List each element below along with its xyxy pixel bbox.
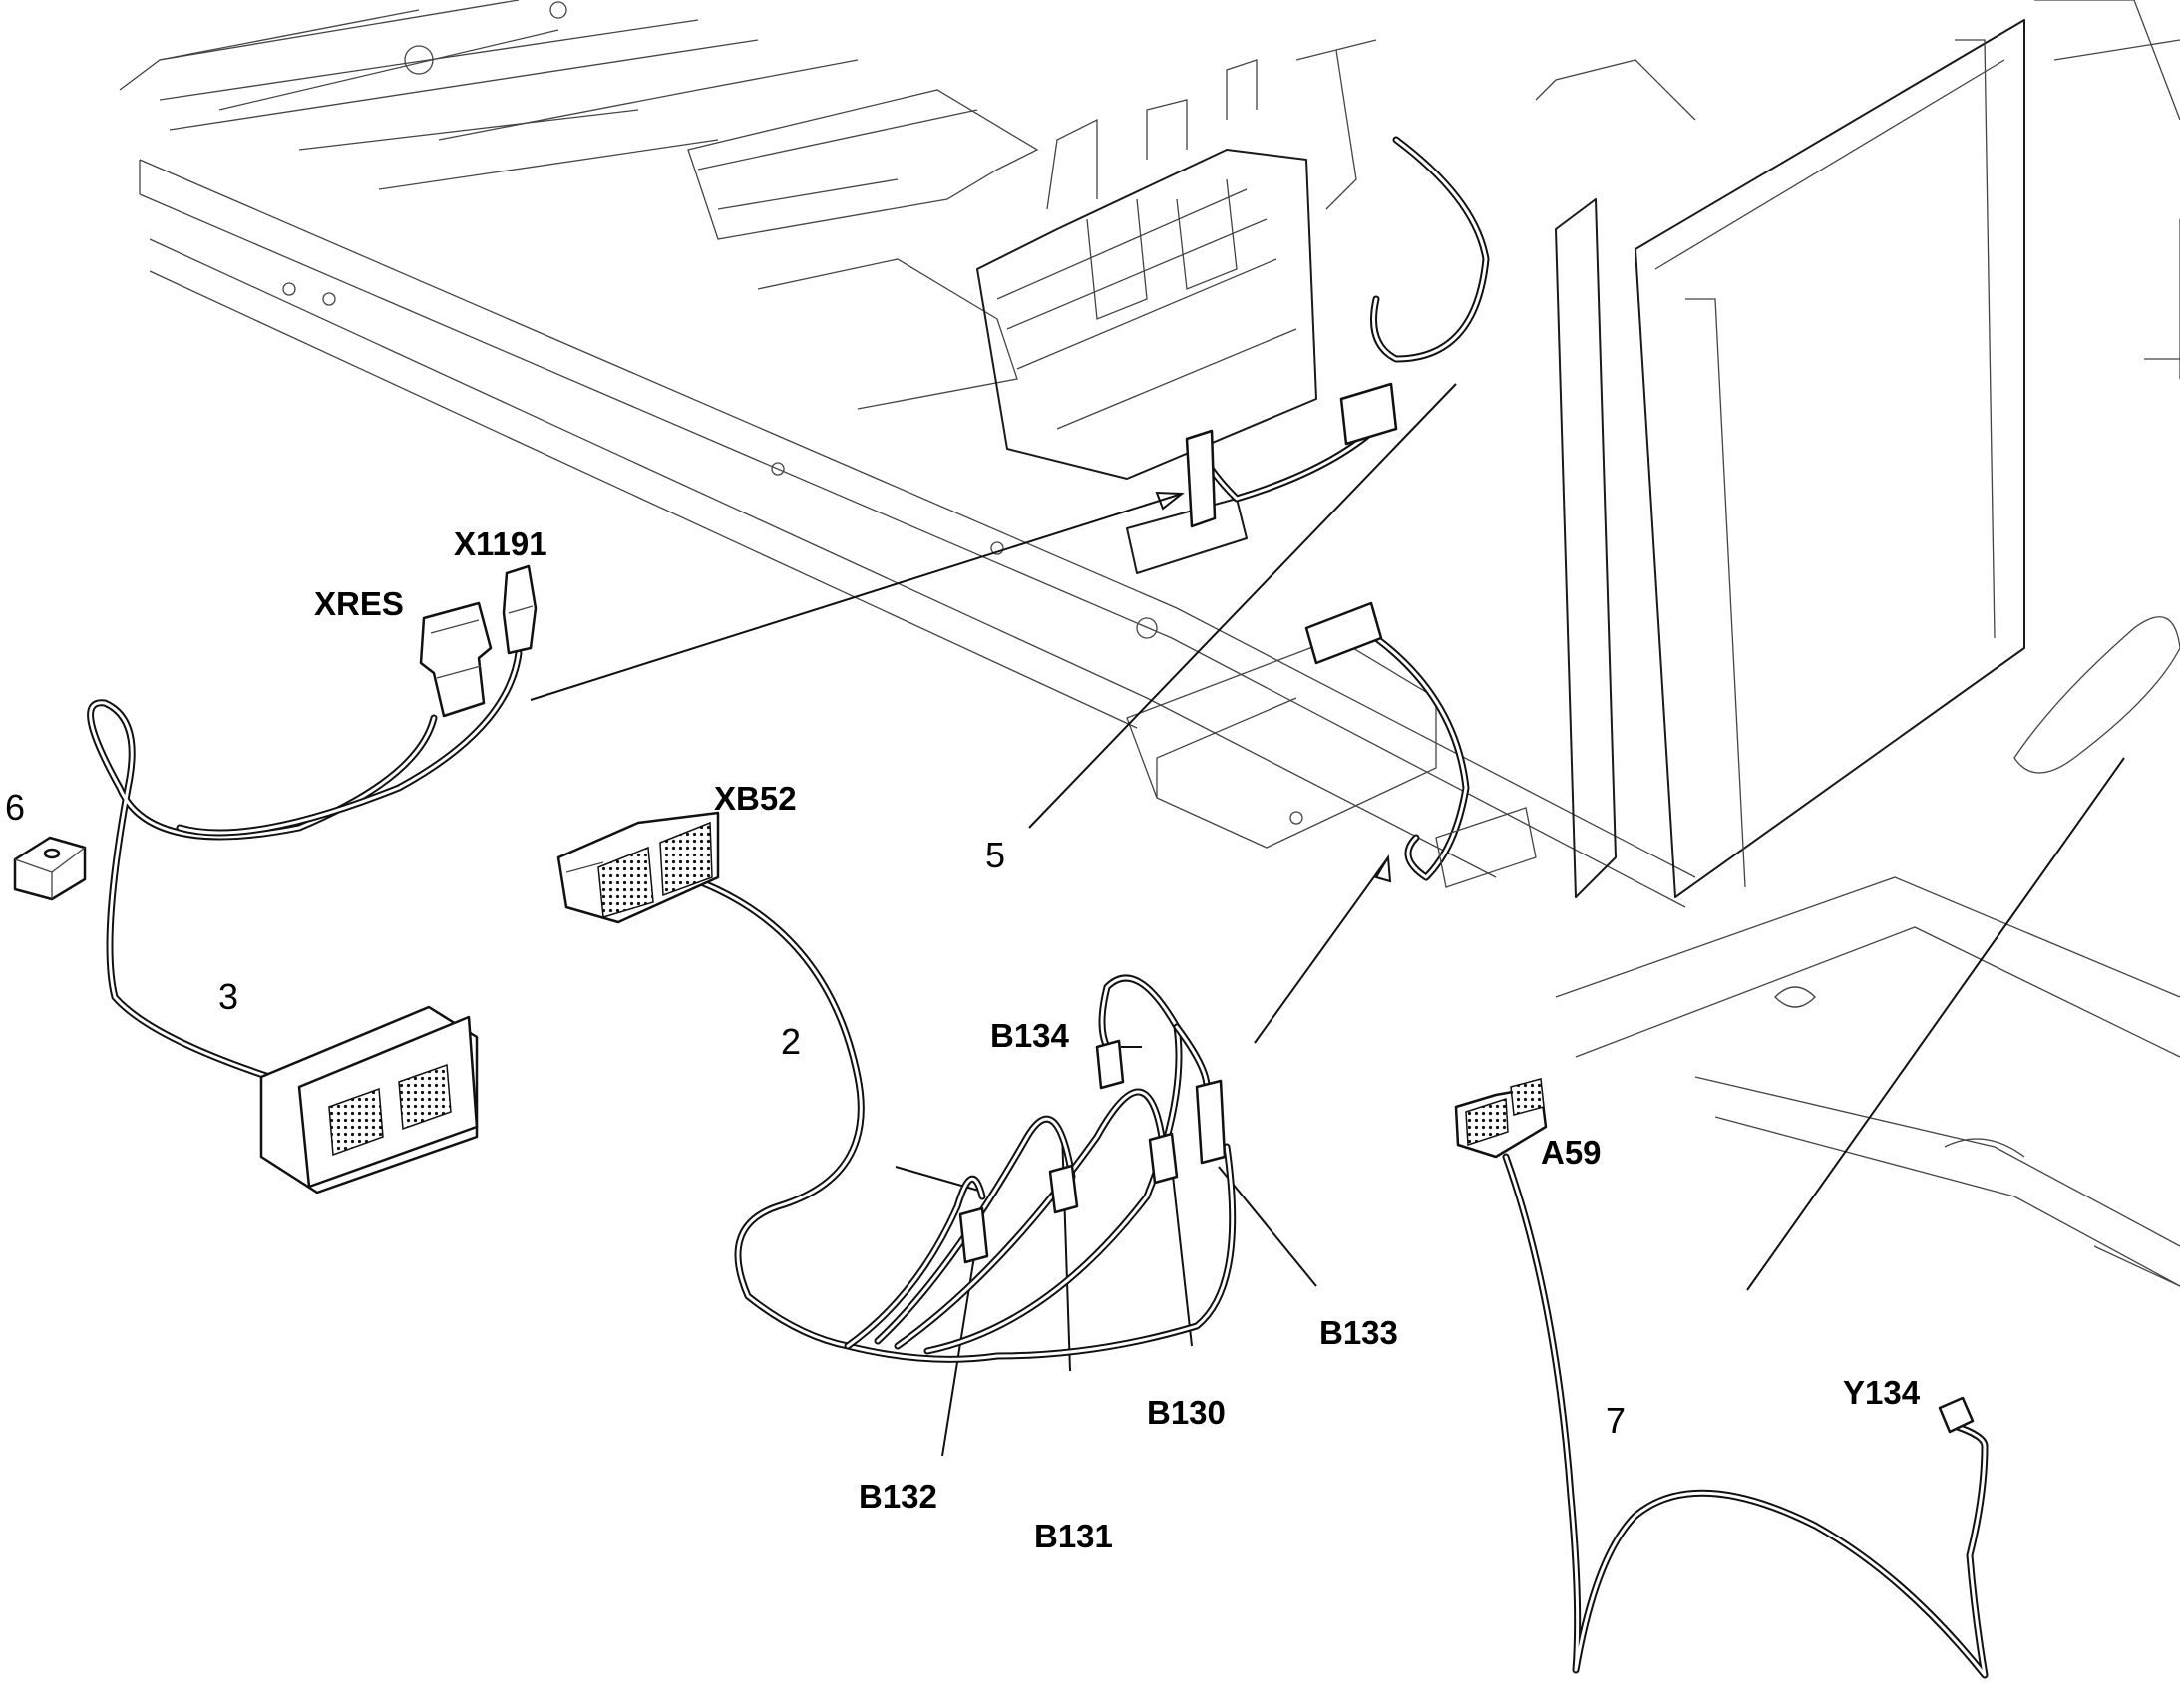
label-7: 7 [1606,1400,1626,1441]
b131-connector [1048,1164,1079,1214]
label-3: 3 [218,976,238,1017]
label-b133: B133 [1319,1314,1398,1351]
label-6: 6 [5,787,25,828]
b134-connector [1095,1039,1125,1090]
installed-harness [1185,136,1537,888]
label-5: 5 [985,835,1005,875]
leader-7 [1746,757,2125,1291]
b130-connector [1148,1132,1179,1185]
label-b131: B131 [1034,1518,1113,1554]
leader-5 [1028,383,1457,829]
label-xres: XRES [314,585,404,622]
label-b130: B130 [1147,1394,1226,1431]
panel-connector-3 [259,1005,479,1195]
y134-connector [1938,1396,1975,1434]
leader-x1191 [530,493,1183,701]
b133-connector [1195,1079,1227,1165]
block-part-6 [13,836,87,901]
label-y134: Y134 [1843,1374,1921,1411]
label-2: 2 [781,1021,801,1062]
label-xb52: XB52 [714,780,797,817]
labels: X1191 XRES XB52 B134 B133 B130 B131 B132… [5,525,1921,1554]
label-b134: B134 [990,1017,1070,1054]
arrow-x1191 [1155,491,1185,511]
harness-7 [1454,1078,1989,1679]
xres-connector [419,601,493,718]
label-b132: B132 [859,1478,937,1515]
harness-2 [556,811,1237,1363]
machine-frame [119,0,2180,1287]
label-x1191: X1191 [454,525,547,562]
xb52-connector [556,811,720,924]
leader-b-group [1254,856,1389,1044]
a59-connector [1454,1078,1548,1159]
arrow-b-group [1374,854,1392,883]
label-a59: A59 [1541,1134,1602,1171]
b132-connector [958,1206,989,1264]
harness-3 [87,564,538,1195]
leader-lines [530,383,2125,1457]
